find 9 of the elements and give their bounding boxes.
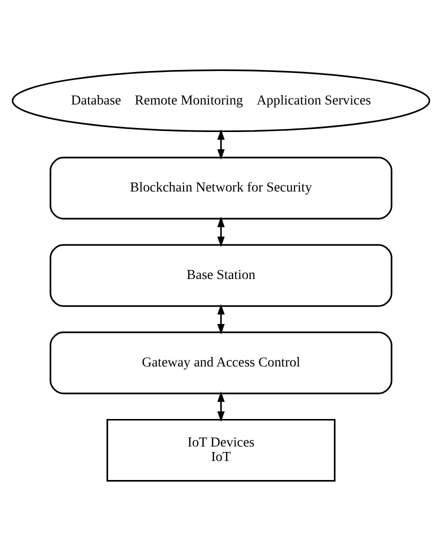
arrow <box>217 304 225 334</box>
node-box: IoT Devices IoT <box>106 418 336 482</box>
arrow <box>217 390 225 422</box>
node-box: Gateway and Access Control <box>50 331 392 394</box>
node-box: Blockchain Network for Security <box>50 156 392 219</box>
arrow <box>217 216 225 247</box>
node-ellipse: Database Remote Monitoring Application Services <box>12 68 430 132</box>
arrow <box>217 128 225 160</box>
node-box: Base Station <box>50 244 392 306</box>
